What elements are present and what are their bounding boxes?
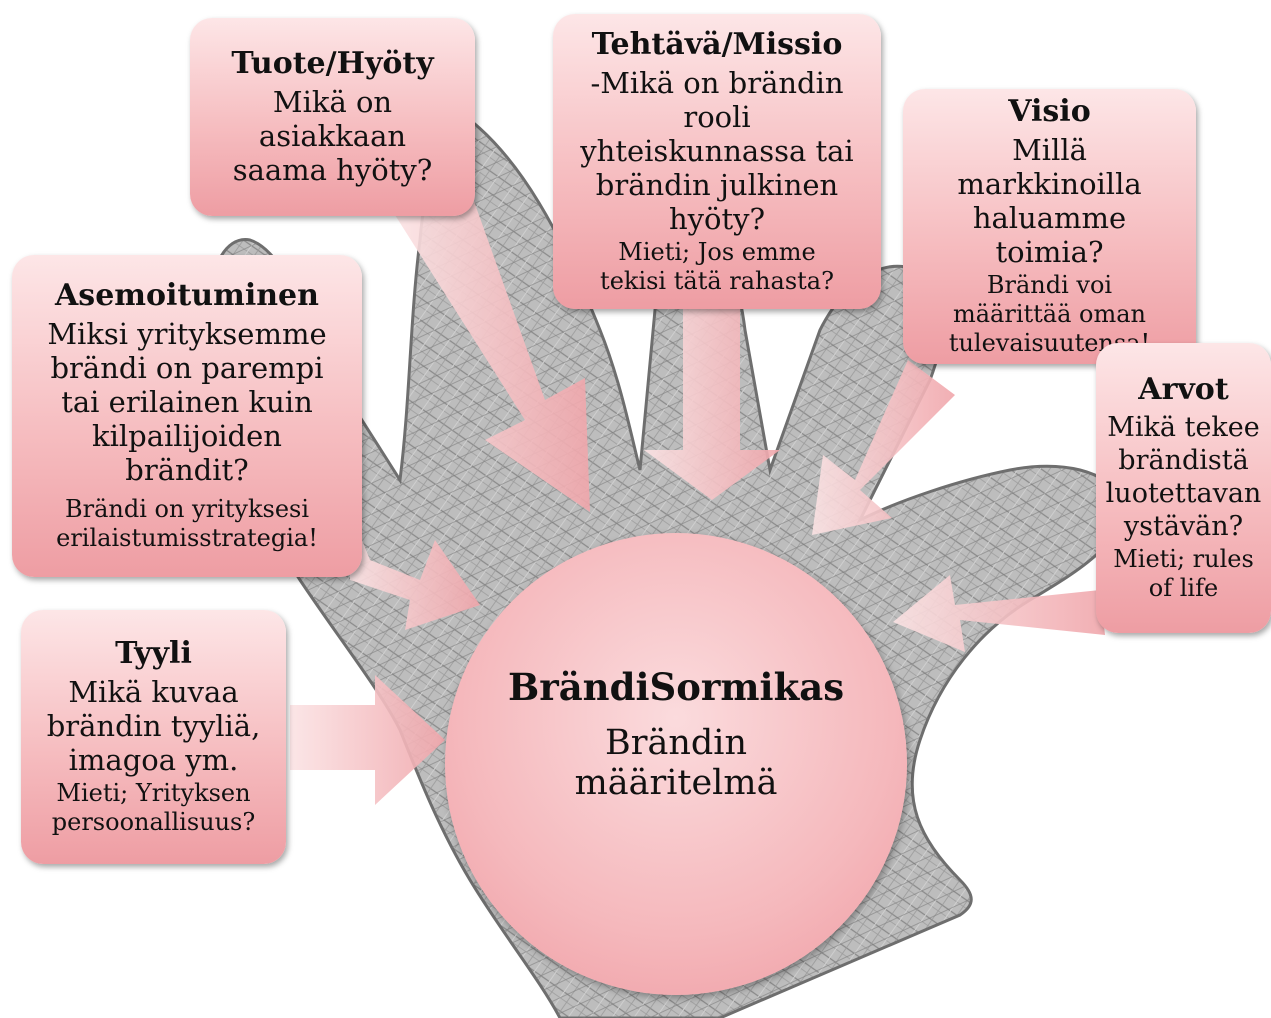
center-title: BrändiSormikas xyxy=(508,665,844,709)
box-body: -Mikä on brändin rooli yhteiskunnassa ta… xyxy=(570,66,865,236)
arrow-tehtava xyxy=(644,305,780,500)
box-tyyli: Tyyli Mikä kuvaa brändin tyyliä, imagoa … xyxy=(21,610,286,864)
center-subtitle-line1: Brändin xyxy=(605,723,747,763)
arrow-asemoituminen xyxy=(350,510,480,630)
box-title: Tuote/Hyöty xyxy=(231,47,433,81)
box-note: Brändi on yrityksesi erilaistumisstrateg… xyxy=(42,495,332,553)
box-visio: Visio Millä markkinoilla haluamme toimia… xyxy=(903,89,1196,364)
box-body: Mikä on asiakkaan saama hyöty? xyxy=(213,85,453,187)
center-subtitle-line2: määritelmä xyxy=(575,763,778,803)
box-title: Tehtävä/Missio xyxy=(592,28,843,62)
box-body: Mikä kuvaa brändin tyyliä, imagoa ym. xyxy=(36,675,271,777)
box-body: Millä markkinoilla haluamme toimia? xyxy=(917,133,1182,269)
center-circle: BrändiSormikas Brändin määritelmä xyxy=(445,533,907,995)
box-note: Mieti; Jos emme tekisi tätä rahasta? xyxy=(582,238,852,296)
box-tehtava-missio: Tehtävä/Missio -Mikä on brändin rooli yh… xyxy=(553,14,881,309)
box-title: Arvot xyxy=(1138,373,1228,407)
arrow-arvot xyxy=(893,575,1105,652)
box-note: Mieti; rules of life xyxy=(1109,545,1259,603)
box-title: Visio xyxy=(1008,95,1090,129)
box-tuote-hyoty: Tuote/Hyöty Mikä on asiakkaan saama hyöt… xyxy=(190,18,475,216)
box-title: Tyyli xyxy=(115,637,192,671)
box-note: Mieti; Yrityksen persoonallisuus? xyxy=(34,779,274,837)
box-body: Miksi yrityksemme brändi on parempi tai … xyxy=(27,317,347,487)
arrow-visio xyxy=(812,360,955,535)
arrow-tyyli xyxy=(290,675,445,805)
box-title: Asemoituminen xyxy=(55,279,319,313)
box-body: Mikä tekee brändistä luotettavan ystävän… xyxy=(1100,411,1268,543)
box-arvot: Arvot Mikä tekee brändistä luotettavan y… xyxy=(1096,343,1271,633)
box-asemoituminen: Asemoituminen Miksi yrityksemme brändi o… xyxy=(12,255,362,577)
